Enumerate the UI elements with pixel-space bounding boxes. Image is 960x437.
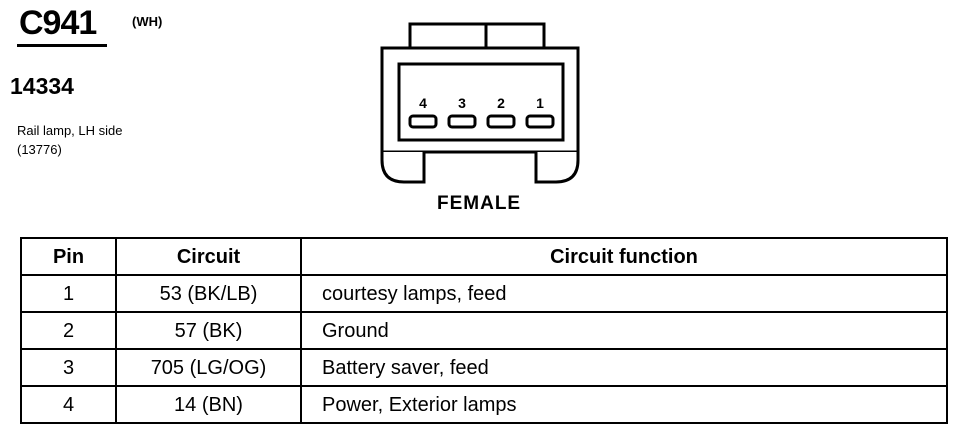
cell-function: Power, Exterior lamps bbox=[300, 385, 948, 424]
description-line-2: (13776) bbox=[17, 142, 62, 157]
cell-circuit: 705 (LG/OG) bbox=[115, 348, 302, 387]
table-row: 1 53 (BK/LB) courtesy lamps, feed bbox=[20, 274, 948, 313]
connector-lug-right bbox=[534, 152, 580, 184]
cell-circuit: 53 (BK/LB) bbox=[115, 274, 302, 313]
pin-terminal-3 bbox=[447, 114, 477, 129]
table-row: 2 57 (BK) Ground bbox=[20, 311, 948, 350]
cell-function: Ground bbox=[300, 311, 948, 350]
pin-terminal-4 bbox=[408, 114, 438, 129]
cell-pin: 3 bbox=[20, 348, 117, 387]
connector-lug-left bbox=[380, 152, 426, 184]
connector-description: Rail lamp, LH side (13776) bbox=[17, 121, 123, 159]
header-circuit: Circuit bbox=[115, 237, 302, 276]
connector-face-diagram: 4 3 2 1 bbox=[380, 22, 580, 184]
table-header-row: Pin Circuit Circuit function bbox=[20, 237, 948, 276]
pin-label-1: 1 bbox=[536, 95, 544, 111]
connector-id: C941 bbox=[19, 4, 97, 42]
cell-pin: 2 bbox=[20, 311, 117, 350]
connector-tab-left bbox=[408, 22, 488, 50]
cell-function: courtesy lamps, feed bbox=[300, 274, 948, 313]
pin-terminal-1 bbox=[525, 114, 555, 129]
cell-pin: 1 bbox=[20, 274, 117, 313]
connector-color: (WH) bbox=[132, 14, 163, 29]
table-row: 3 705 (LG/OG) Battery saver, feed bbox=[20, 348, 948, 387]
table-row: 4 14 (BN) Power, Exterior lamps bbox=[20, 385, 948, 424]
cell-function: Battery saver, feed bbox=[300, 348, 948, 387]
header-circuit-function: Circuit function bbox=[300, 237, 948, 276]
cell-circuit: 14 (BN) bbox=[115, 385, 302, 424]
part-number: 14334 bbox=[10, 73, 74, 99]
connector-id-underline bbox=[17, 44, 107, 47]
pinout-table: Pin Circuit Circuit function 1 53 (BK/LB… bbox=[20, 237, 948, 424]
pin-label-2: 2 bbox=[497, 95, 505, 111]
description-line-1: Rail lamp, LH side bbox=[17, 123, 123, 138]
pin-label-4: 4 bbox=[419, 95, 427, 111]
header-pin: Pin bbox=[20, 237, 117, 276]
cell-pin: 4 bbox=[20, 385, 117, 424]
cell-circuit: 57 (BK) bbox=[115, 311, 302, 350]
pin-terminal-2 bbox=[486, 114, 516, 129]
connector-tab-right bbox=[484, 22, 546, 50]
connector-gender: FEMALE bbox=[437, 193, 522, 214]
pin-label-3: 3 bbox=[458, 95, 466, 111]
